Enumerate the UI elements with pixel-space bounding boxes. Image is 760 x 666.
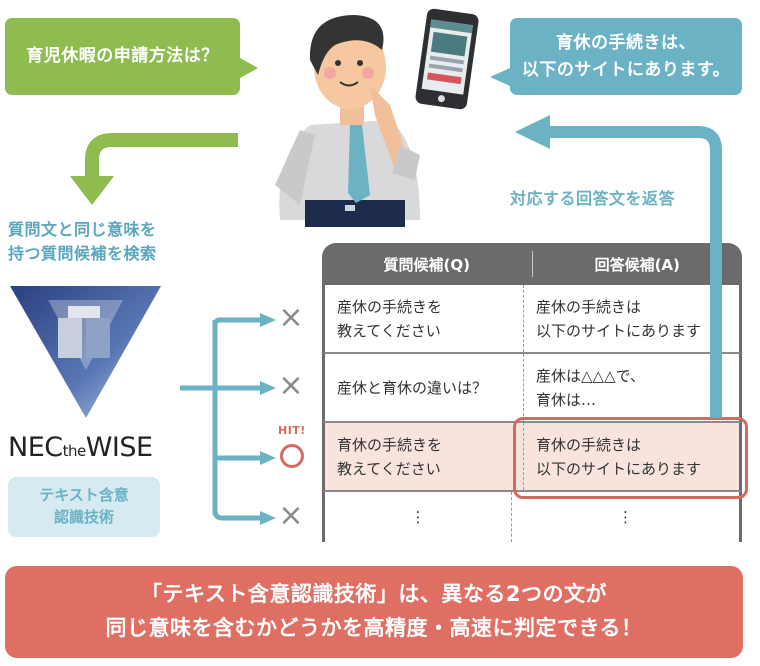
table-row: 産休の手続きを教えてください 産休の手続きは以下のサイトにあります bbox=[322, 285, 742, 354]
table-row-hit: 育休の手続きを教えてください 育休の手続きは以下のサイトにあります bbox=[322, 423, 742, 492]
answer-cell: 産休は△△△で、育休は… bbox=[536, 366, 646, 409]
blue-arrow-path bbox=[545, 126, 722, 415]
answer-cell: 産休の手続きは以下のサイトにあります bbox=[536, 297, 702, 340]
tech-badge: テキスト含意 認識技術 bbox=[8, 477, 160, 537]
header-answer-candidates: 回答候補(A) bbox=[594, 255, 680, 274]
branch-arrow-head-4 bbox=[260, 511, 276, 525]
logo-brand-main: NEC bbox=[8, 432, 63, 463]
tech-badge-line2: 認識技術 bbox=[53, 508, 114, 526]
branch-arrow-lines bbox=[180, 317, 262, 521]
table-row-ellipsis: ⋮ ⋮ bbox=[322, 492, 742, 542]
return-step-label: 対応する回答文を返答 bbox=[510, 189, 676, 208]
return-arrow-overlay bbox=[710, 240, 722, 418]
question-bubble: 育児休暇の申請方法は？ bbox=[5, 18, 258, 95]
answer-text-line2: 以下のサイトにあります。 bbox=[521, 59, 731, 80]
table-header: 質問候補(Q) 回答候補(A) bbox=[322, 243, 742, 285]
question-cell: 産休の手続きを教えてください bbox=[325, 285, 524, 352]
answer-cell: 育休の手続きは以下のサイトにあります bbox=[536, 435, 702, 478]
match-circle-icon bbox=[280, 444, 304, 468]
tech-badge-line1: テキスト含意 bbox=[39, 486, 129, 505]
mismatch-x-icon-1: × bbox=[278, 300, 304, 335]
answer-bubble: 育休の手続きは、 以下のサイトにあります。 bbox=[490, 18, 742, 95]
summary-line2: 同じ意味を含むかどうかを高精度・高速に判定できる！ bbox=[105, 616, 643, 640]
logo-wordmark: NECtheWISE bbox=[8, 432, 153, 463]
question-text: 育児休暇の申請方法は？ bbox=[26, 46, 219, 67]
logo-brand-tail: WISE bbox=[85, 432, 153, 463]
question-cell: 産休と育休の違いは？ bbox=[325, 354, 524, 421]
branch-arrow-head-3 bbox=[260, 451, 276, 465]
table-row: 産休と育休の違いは？ 産休は△△△で、育休は… bbox=[322, 354, 742, 423]
mismatch-x-icon-2: × bbox=[278, 368, 304, 403]
nec-wise-logo-icon bbox=[10, 286, 161, 418]
header-question-candidates: 質問候補(Q) bbox=[322, 251, 533, 277]
search-step-label: 質問文と同じ意味を 持つ質問候補を検索 bbox=[8, 218, 157, 266]
blue-arrow-head bbox=[515, 115, 550, 149]
summary-banner: 「テキスト含意認識技術」は、異なる2つの文が 同じ意味を含むかどうかを高精度・高… bbox=[5, 566, 743, 658]
summary-line1: 「テキスト含意認識技術」は、異なる2つの文が bbox=[141, 582, 607, 607]
person-illustration bbox=[275, 15, 420, 227]
search-step-line1: 質問文と同じ意味を bbox=[8, 220, 157, 239]
green-arrow-head bbox=[70, 176, 114, 205]
logo-brand-small: the bbox=[62, 442, 87, 460]
green-arrow-path bbox=[85, 133, 238, 178]
hit-label: HIT! bbox=[278, 424, 306, 437]
smartphone-icon bbox=[415, 8, 479, 110]
question-cell: 育休の手続きを教えてください bbox=[325, 423, 524, 490]
branch-arrow-head-2 bbox=[260, 381, 276, 395]
hit-answer-highlight bbox=[513, 417, 748, 499]
answer-text-line1: 育休の手続きは、 bbox=[556, 33, 696, 54]
question-cell: ⋮ bbox=[325, 492, 512, 542]
search-step-line2: 持つ質問候補を検索 bbox=[8, 244, 157, 263]
branch-arrow-head-1 bbox=[260, 313, 276, 327]
answer-cell: ⋮ bbox=[618, 508, 633, 526]
candidate-table: 質問候補(Q) 回答候補(A) 産休の手続きを教えてください 産休の手続きは以下… bbox=[322, 243, 742, 542]
mismatch-x-icon-4: × bbox=[278, 498, 304, 533]
